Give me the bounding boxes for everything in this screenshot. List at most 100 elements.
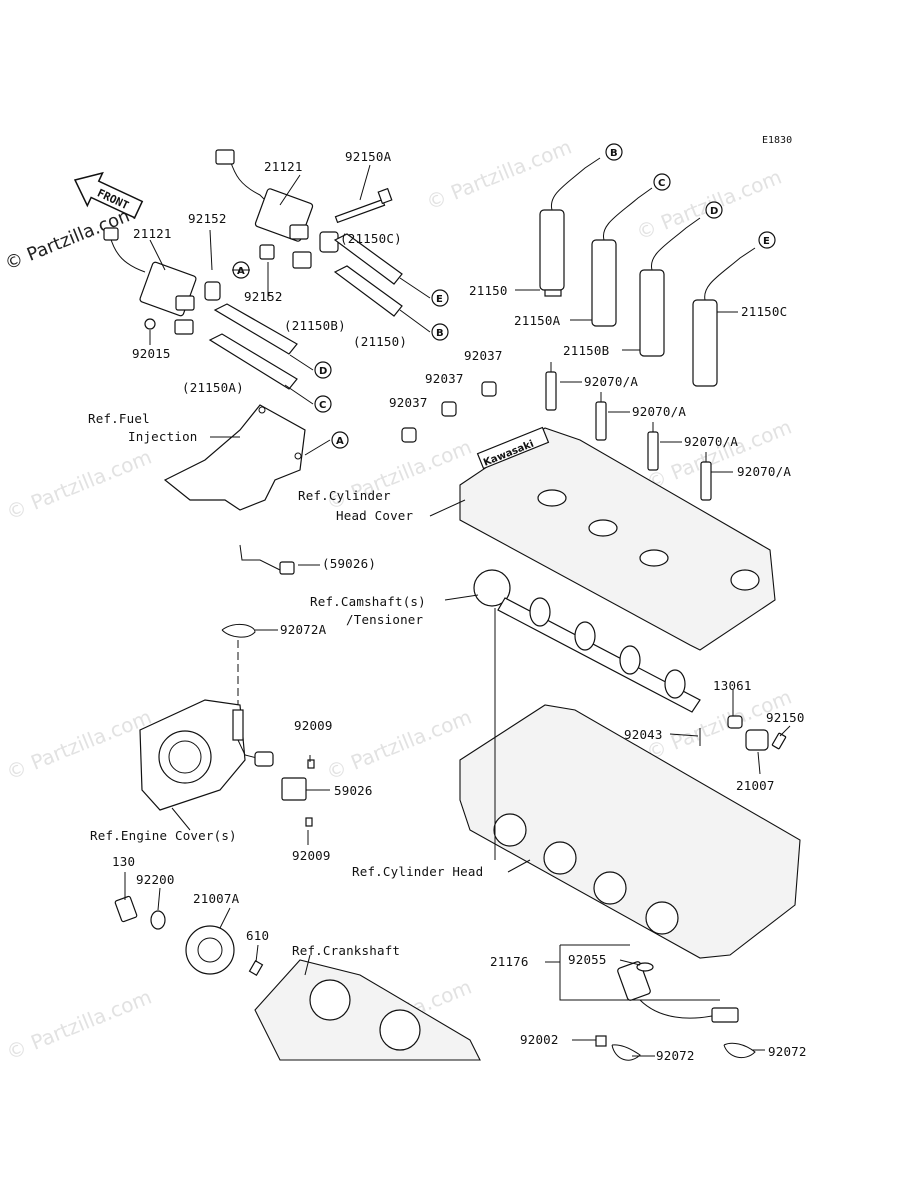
label-21150a[interactable]: 21150A xyxy=(514,313,561,328)
label-ref-camshaft-1[interactable]: Ref.Camshaft(s) xyxy=(310,594,426,609)
label-59026-paren[interactable]: (59026) xyxy=(322,556,376,571)
o-ring-92055[interactable] xyxy=(636,962,654,972)
ignition-coil-stick-21150[interactable] xyxy=(539,157,601,297)
crankshaft xyxy=(254,959,481,1061)
spark-plug-1[interactable] xyxy=(545,362,557,411)
label-130[interactable]: 130 xyxy=(112,854,135,869)
label-21150a-paren[interactable]: (21150A) xyxy=(182,380,244,395)
watermark-text: © Partzilla.com xyxy=(3,445,155,525)
timing-rotor-21007a[interactable] xyxy=(185,925,235,975)
label-13061[interactable]: 13061 xyxy=(713,678,752,693)
label-92070a-4[interactable]: 92070/A xyxy=(737,464,791,479)
bolt-92150a[interactable] xyxy=(334,187,393,224)
label-21150c-paren[interactable]: (21150C) xyxy=(340,231,402,246)
label-21176[interactable]: 21176 xyxy=(490,954,529,969)
diagram-code: E1830 xyxy=(762,135,792,146)
bolt-92009-lower[interactable] xyxy=(305,817,313,827)
key-610[interactable] xyxy=(248,959,264,977)
ignition-coil-stick-21150a[interactable] xyxy=(591,187,653,327)
cam-sensor-rotor-21007[interactable] xyxy=(745,729,769,751)
label-92037-top[interactable]: 92037 xyxy=(464,348,503,363)
svg-text:E: E xyxy=(763,236,770,247)
label-92150[interactable]: 92150 xyxy=(766,710,805,725)
label-92200[interactable]: 92200 xyxy=(136,872,175,887)
hose-clamp-92072-left[interactable] xyxy=(611,1044,641,1061)
bolt-92009-upper[interactable] xyxy=(307,759,315,769)
label-21150[interactable]: 21150 xyxy=(469,283,508,298)
label-610[interactable]: 610 xyxy=(246,928,269,943)
label-21150b[interactable]: 21150B xyxy=(563,343,609,358)
label-21121-front[interactable]: 21121 xyxy=(133,226,172,241)
engine-cover xyxy=(139,699,246,811)
spark-plug-4[interactable] xyxy=(700,452,712,501)
callout-a-bracket: A xyxy=(331,431,349,449)
label-92070a-1[interactable]: 92070/A xyxy=(584,374,638,389)
plug-cap-short-set[interactable] xyxy=(208,233,403,390)
spark-plug-3[interactable] xyxy=(647,422,659,471)
hose-clamp-92072a[interactable] xyxy=(221,623,256,638)
label-92037-low[interactable]: 92037 xyxy=(389,395,428,410)
label-ref-head-cover-1[interactable]: Ref.Cylinder xyxy=(298,488,391,503)
ignition-coil-front[interactable] xyxy=(103,227,221,335)
svg-text:A: A xyxy=(336,436,344,447)
label-92070a-3[interactable]: 92070/A xyxy=(684,434,738,449)
label-ref-camshaft-2[interactable]: /Tensioner xyxy=(346,612,424,627)
label-92002[interactable]: 92002 xyxy=(520,1032,559,1047)
label-92150a[interactable]: 92150A xyxy=(345,149,392,164)
label-21121-rear[interactable]: 21121 xyxy=(264,159,303,174)
cam-sensor-plug-13061[interactable] xyxy=(727,715,743,729)
label-92152-upper[interactable]: 92152 xyxy=(188,211,227,226)
fuel-injection-bracket xyxy=(163,404,306,511)
svg-text:B: B xyxy=(436,328,444,339)
svg-text:C: C xyxy=(319,400,326,411)
svg-text:A: A xyxy=(237,266,245,277)
pressure-hose-59026 xyxy=(232,544,295,761)
bolt-92150[interactable] xyxy=(771,732,787,750)
label-92070a-2[interactable]: 92070/A xyxy=(632,404,686,419)
oil-pipe-21176[interactable] xyxy=(617,961,739,1023)
label-ref-fuel-1[interactable]: Ref.Fuel xyxy=(88,411,150,426)
spark-plug-2[interactable] xyxy=(595,392,607,441)
ignition-coil-stick-21150b[interactable] xyxy=(639,217,701,357)
label-ref-crankshaft[interactable]: Ref.Crankshaft xyxy=(292,943,400,958)
sensor-59026[interactable] xyxy=(254,751,307,801)
label-21150-paren[interactable]: (21150) xyxy=(353,334,407,349)
label-92152-lower[interactable]: 92152 xyxy=(244,289,283,304)
callout-b-stick: B xyxy=(605,143,623,161)
label-92037-mid[interactable]: 92037 xyxy=(425,371,464,386)
label-ref-engine-cover[interactable]: Ref.Engine Cover(s) xyxy=(90,828,237,843)
svg-text:C: C xyxy=(658,178,665,189)
label-92072a[interactable]: 92072A xyxy=(280,622,327,637)
label-21007a[interactable]: 21007A xyxy=(193,891,240,906)
label-92072-left[interactable]: 92072 xyxy=(656,1048,695,1063)
bolt-92002[interactable] xyxy=(595,1035,607,1047)
clamp-92037-set[interactable] xyxy=(401,381,497,443)
ignition-coil-stick-21150c[interactable] xyxy=(692,247,756,387)
label-92015[interactable]: 92015 xyxy=(132,346,171,361)
callout-e-stick: E xyxy=(758,231,776,249)
bolt-130[interactable] xyxy=(114,895,138,923)
hose-clamp-92072-right[interactable] xyxy=(723,1042,756,1059)
label-ref-cylinder-head[interactable]: Ref.Cylinder Head xyxy=(352,864,483,879)
watermark-text: © Partzilla.com xyxy=(3,705,155,785)
label-59026[interactable]: 59026 xyxy=(334,783,373,798)
svg-text:E: E xyxy=(436,294,443,305)
washer-92200[interactable] xyxy=(150,910,166,930)
label-ref-fuel-2[interactable]: Injection xyxy=(128,429,198,444)
label-21150b-paren[interactable]: (21150B) xyxy=(284,318,346,333)
ignition-coil-rear[interactable] xyxy=(215,149,339,269)
callout-e-coil: E xyxy=(431,289,449,307)
label-92009-upper[interactable]: 92009 xyxy=(294,718,333,733)
label-21007[interactable]: 21007 xyxy=(736,778,775,793)
label-92072-right[interactable]: 92072 xyxy=(768,1044,807,1059)
label-92043[interactable]: 92043 xyxy=(624,727,663,742)
label-92055[interactable]: 92055 xyxy=(568,952,607,967)
label-ref-head-cover-2[interactable]: Head Cover xyxy=(336,508,414,523)
callout-d-stick: D xyxy=(705,201,723,219)
camshaft xyxy=(473,569,701,713)
label-92009-lower[interactable]: 92009 xyxy=(292,848,331,863)
label-21150c[interactable]: 21150C xyxy=(741,304,787,319)
callout-c-coil: C xyxy=(314,395,332,413)
watermark-text: © Partzilla.com xyxy=(323,705,475,785)
